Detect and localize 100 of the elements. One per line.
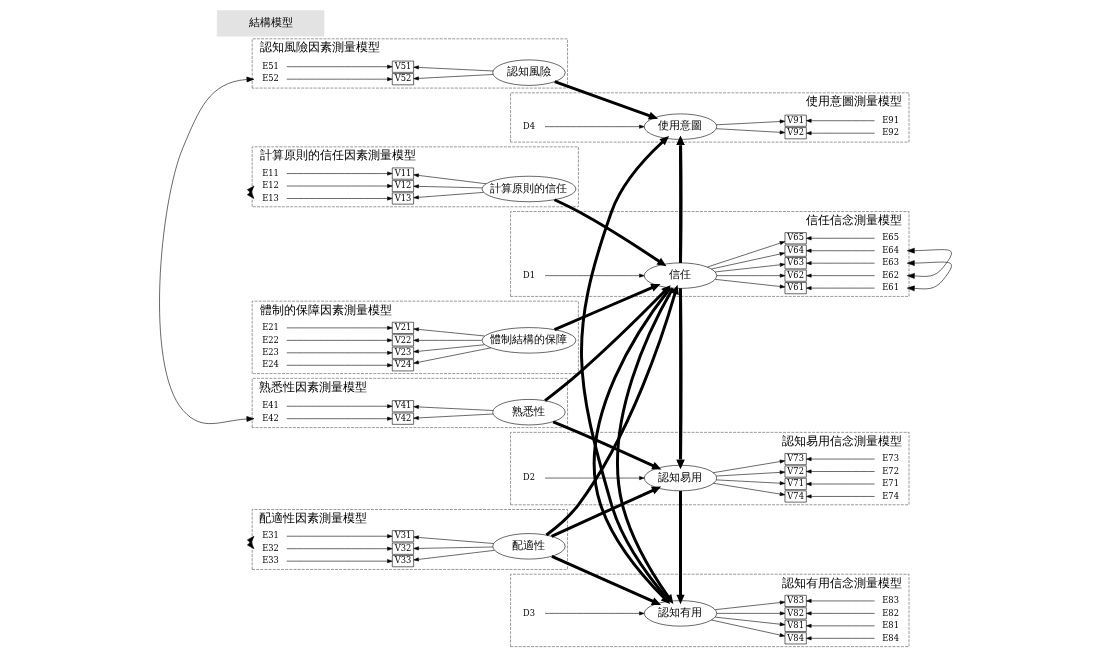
arrow: [675, 288, 685, 469]
arrow: [715, 479, 785, 486]
node-text: E64: [881, 244, 899, 255]
node-text: E21: [261, 322, 279, 333]
arrow: [544, 476, 644, 480]
arrow: [285, 325, 393, 330]
node-ellipse: 認知易用: [643, 465, 717, 492]
arrow: [285, 404, 393, 409]
arrow: [805, 623, 875, 628]
arrow: [285, 350, 393, 355]
node-text: E92: [881, 127, 899, 138]
arrow: [550, 486, 661, 538]
arrow: [675, 490, 685, 605]
arrow: [675, 135, 685, 263]
arrow: [710, 619, 785, 637]
node-box: V42: [391, 412, 414, 425]
node-box: 結構模型: [216, 10, 324, 37]
node-text: E22: [261, 334, 279, 345]
node-text: E83: [881, 595, 899, 606]
arrow: [805, 261, 875, 266]
arrow: [412, 192, 484, 200]
node-text: E62: [881, 269, 899, 280]
arrow: [285, 416, 393, 421]
arrow: [805, 494, 875, 499]
node-box: V91: [784, 114, 807, 127]
arrow: [906, 247, 952, 279]
node-text: E33: [261, 555, 279, 566]
arrow: [412, 413, 493, 420]
node-text: E32: [261, 542, 279, 553]
node-box: V13: [391, 192, 414, 205]
node-box: V41: [391, 400, 414, 413]
arrow: [805, 273, 875, 278]
arrow: [285, 171, 393, 176]
arrow: [285, 534, 393, 539]
node-box: V11: [391, 167, 414, 180]
node-box: V22: [391, 334, 414, 347]
node-ellipse: 計算原則的信任: [481, 175, 576, 203]
arrow: [552, 420, 661, 470]
arrow: [712, 483, 785, 496]
node-box: V21: [391, 321, 414, 334]
arrow: [715, 128, 785, 135]
node-box: V64: [784, 244, 807, 257]
node-text: D2: [522, 472, 535, 483]
arrow: [805, 469, 875, 474]
node-text: D1: [522, 269, 535, 280]
arrow: [285, 338, 393, 343]
node-box: V52: [391, 73, 414, 86]
arrow: [412, 327, 485, 337]
arrow: [715, 470, 785, 477]
arrow: [412, 347, 491, 365]
node-text: E31: [261, 530, 279, 541]
node-box: V61: [784, 282, 807, 295]
node-ellipse: 配適性: [491, 533, 565, 560]
arrow: [544, 273, 644, 278]
node-ellipse: 信任: [643, 262, 717, 289]
node-box: V33: [391, 555, 414, 568]
node-text: E11: [261, 167, 279, 178]
arrow: [158, 76, 254, 424]
node-box: V31: [391, 530, 414, 543]
arrow: [716, 273, 785, 278]
node-ellipse: 體制結構的保障: [481, 327, 576, 354]
node-text: E74: [881, 490, 899, 501]
arrow: [805, 457, 875, 461]
arrow: [412, 550, 495, 562]
arrow: [553, 80, 658, 120]
node-text: E65: [881, 232, 899, 243]
arrow: [710, 252, 785, 270]
node-box: V72: [784, 465, 807, 478]
node-ellipse: 認知風險: [491, 59, 565, 86]
arrow: [412, 405, 493, 411]
node-text: E41: [261, 400, 279, 411]
arrow: [805, 236, 875, 241]
arrow: [285, 559, 393, 564]
arrow: [805, 118, 875, 123]
arrow: [805, 636, 875, 641]
node-box: V73: [784, 453, 807, 465]
arrow: [285, 196, 393, 201]
arrow: [706, 241, 785, 268]
arrow: [543, 285, 671, 402]
arrow: [805, 131, 875, 136]
node-box: V84: [784, 632, 807, 645]
node-text: E13: [261, 192, 279, 203]
arrow: [285, 77, 393, 82]
node-text: E51: [261, 60, 279, 71]
node-text: E73: [881, 453, 899, 464]
node-text: E91: [881, 114, 899, 125]
arrow: [714, 279, 785, 289]
arrow: [714, 600, 785, 610]
arrow: [714, 616, 785, 627]
node-box: V12: [391, 180, 414, 192]
arrow: [805, 248, 875, 253]
node-box: V71: [784, 478, 807, 490]
node-text: D3: [522, 607, 535, 618]
node-text: E52: [261, 73, 279, 84]
arrow: [412, 65, 493, 72]
node-box: V81: [784, 619, 807, 632]
node-box: V65: [784, 232, 807, 245]
arrow: [714, 262, 785, 273]
arrow: [712, 459, 785, 473]
arrow: [805, 482, 875, 486]
